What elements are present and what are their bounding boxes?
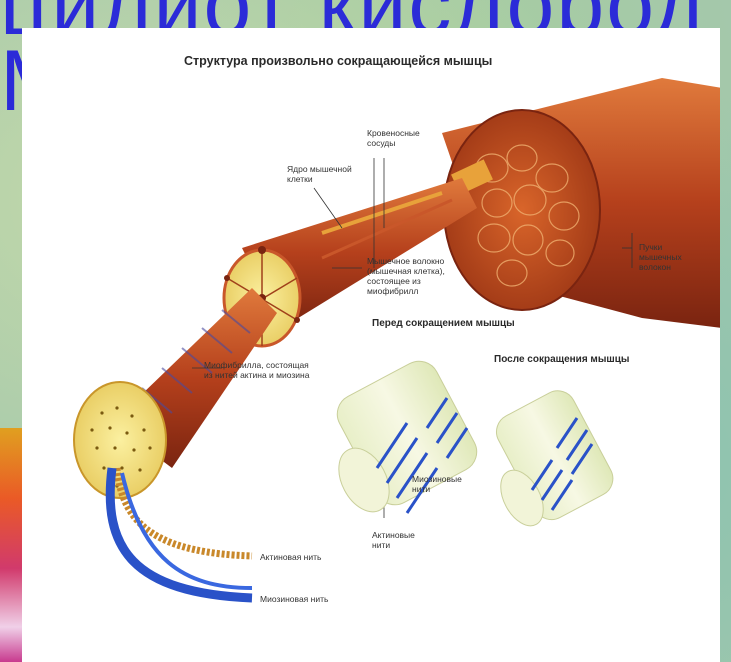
label-nucleus: Ядро мышечной клетки xyxy=(287,164,352,184)
label-muscle-fiber: Мышечное волокно (мышечная клетка), сост… xyxy=(367,256,445,296)
after-contraction-label: После сокращения мышцы xyxy=(494,354,629,365)
label-bundles: Пучки мышечных волокон xyxy=(639,242,682,272)
label-actin-filaments: Актиновые нити xyxy=(372,530,415,550)
label-blood-vessels: Кровеносные сосуды xyxy=(367,128,420,148)
label-actin-thread: Актиновая нить xyxy=(260,552,321,562)
diagram-title: Структура произвольно сокращающейся мышц… xyxy=(184,54,492,68)
after-contraction-diagram xyxy=(490,384,619,532)
diagram-card: Структура произвольно сокращающейся мышц… xyxy=(22,28,720,662)
muscle-illustration xyxy=(22,28,720,662)
label-myosin-thread: Миозиновая нить xyxy=(260,594,328,604)
before-contraction-label: Перед сокращением мышцы xyxy=(372,318,515,329)
label-myosin-filaments: Миозиновые нити xyxy=(412,474,462,494)
before-contraction-diagram xyxy=(329,354,484,520)
label-myofibril: Миофибрилла, состоящая из нитей актина и… xyxy=(204,360,309,380)
